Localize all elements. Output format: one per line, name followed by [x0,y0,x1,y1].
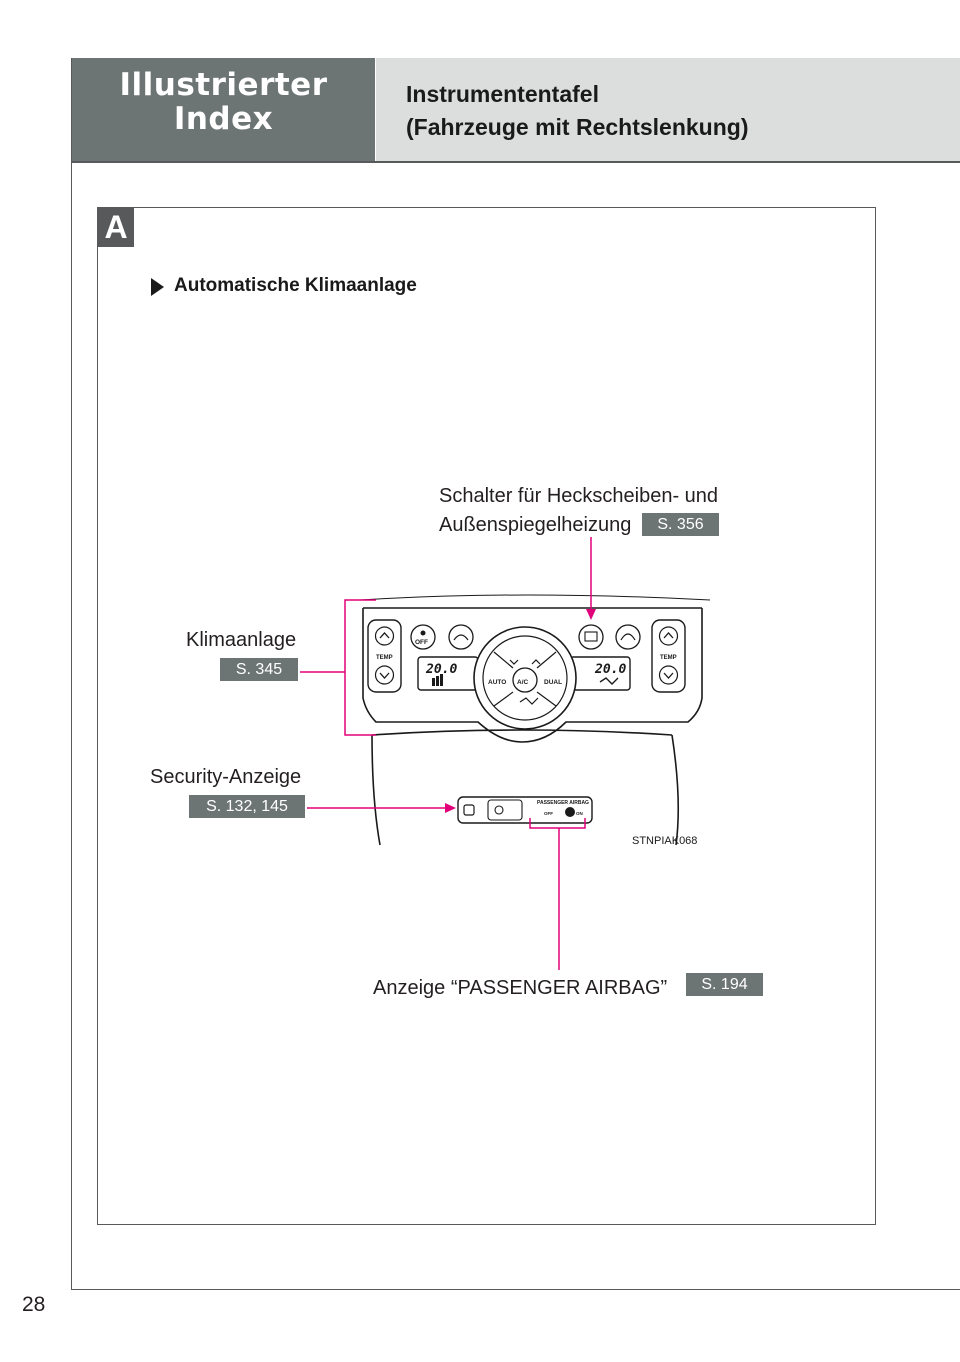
dual-button-label: DUAL [544,679,562,686]
windshield-defog-icon [448,624,474,650]
page-title: Instrumententafel (Fahrzeuge mit Rechtsl… [376,58,960,161]
rear-defogger-label-line1: Schalter für Heckscheiben- und [439,485,719,507]
ac-button-label: A/C [517,679,529,686]
figure-code: STNPIAK068 [632,835,697,847]
right-temp-control: TEMP [651,619,686,693]
left-display-temp: 20.0 [425,662,457,677]
right-display-temp: 20.0 [594,662,626,677]
airbag-page-ref[interactable]: S. 194 [686,973,763,996]
header-divider [72,161,960,163]
passenger-airbag-text: PASSENGER AIRBAG [537,800,589,806]
indicator-panel: PASSENGER AIRBAG OFF ON [457,796,593,824]
rear-defogger-page-ref[interactable]: S. 356 [642,513,719,536]
security-label: Security-Anzeige [150,766,302,788]
temp-down-icon [658,665,679,685]
climate-page-ref[interactable]: S. 345 [220,658,298,681]
temp-up-icon [658,626,679,646]
temp-up-icon [374,626,395,646]
airbag-on-text: ON [576,811,583,816]
bullet-arrow-icon [151,278,164,296]
off-button-label: OFF [415,639,428,646]
page-frame [71,58,960,1290]
fan-off-button-icon [410,624,436,650]
section-tab: Illustrierter Index [72,58,375,161]
section-letter-badge: A [98,207,134,247]
auto-button-label: AUTO [488,679,506,686]
airbag-label: Anzeige “PASSENGER AIRBAG” [373,977,668,999]
callout-lines [300,537,596,970]
section-box [97,207,876,1225]
section-title-line2: Index [173,101,274,137]
center-dial: A/C AUTO DUAL [473,626,577,730]
temp-down-icon [374,665,395,685]
temp-label-right: TEMP [660,655,677,661]
rear-defogger-icon [578,624,604,650]
left-temp-control: TEMP [367,619,402,693]
page-title-line2: (Fahrzeuge mit Rechtslenkung) [406,114,749,140]
airbag-on-indicator-icon [565,807,575,817]
section-title-line1: Illustrierter [119,67,328,103]
temp-label-left: TEMP [376,655,393,661]
page-title-line1: Instrumententafel [406,81,599,107]
airbag-off-text: OFF [544,811,553,816]
security-page-ref[interactable]: S. 132, 145 [189,795,305,818]
rear-defogger-label-line2: Außenspiegelheizung [439,514,632,536]
subsection-title: Automatische Klimaanlage [174,275,417,296]
climate-label: Klimaanlage [186,629,297,651]
recirculation-icon [615,624,641,650]
page-number: 28 [22,1293,46,1316]
dashboard-outline [359,594,711,846]
security-indicator-icon [463,804,475,816]
